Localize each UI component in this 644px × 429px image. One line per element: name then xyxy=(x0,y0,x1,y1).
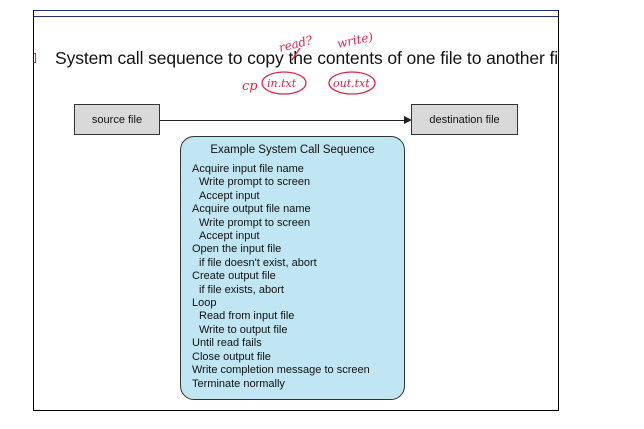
sequence-title: Example System Call Sequence xyxy=(210,144,375,156)
ink-output-circle xyxy=(328,71,376,95)
copy-arrow-line xyxy=(160,120,406,121)
ink-read: read? xyxy=(277,33,314,55)
slide-title: System call sequence to copy the content… xyxy=(55,48,559,68)
sequence-step: Write completion message to screen xyxy=(192,364,370,377)
sequence-step: Close output file xyxy=(192,350,271,363)
sequence-step: Write prompt to screen xyxy=(199,176,311,189)
sequence-step: Accept input xyxy=(199,189,260,202)
destination-file-label: destination file xyxy=(429,113,500,126)
sequence-step: Acquire input file name xyxy=(192,163,304,175)
sequence-step: Until read fails xyxy=(192,337,262,350)
handwritten-annotations: read? write) cp in.txt out.txt xyxy=(242,30,376,95)
ink-cp: cp xyxy=(242,79,258,94)
sequence-step: if file doesn't exist, abort xyxy=(199,256,317,269)
ink-output: out.txt xyxy=(333,77,370,90)
ink-write: write) xyxy=(336,30,375,51)
sequence-step: Open the input file xyxy=(192,243,282,256)
sequence-step: Write prompt to screen xyxy=(199,216,311,229)
system-call-sequence-box: Example System Call Sequence Acquire inp… xyxy=(180,136,405,400)
sequence-step: Acquire output file name xyxy=(192,203,311,216)
source-file-box: source file xyxy=(74,104,160,135)
destination-file-box: destination file xyxy=(411,104,518,135)
source-file-label: source file xyxy=(91,113,143,126)
sequence-step: Create output file xyxy=(192,270,276,283)
sequence-step: Write to output file xyxy=(199,323,288,336)
sequence-step: Terminate normally xyxy=(192,377,285,390)
bullet-marker xyxy=(34,53,36,63)
sequence-step: Accept input xyxy=(199,230,260,243)
ink-input: in.txt xyxy=(267,77,297,90)
header-rule xyxy=(34,10,558,11)
slide: System call sequence to copy the content… xyxy=(33,10,559,411)
copy-arrow-head xyxy=(404,116,412,124)
sequence-step: if file exists, abort xyxy=(199,283,284,296)
ink-input-circle xyxy=(261,71,307,95)
sequence-step: Loop xyxy=(192,297,217,310)
header-rule-secondary xyxy=(34,16,558,17)
sequence-step: Read from input file xyxy=(199,310,295,323)
ink-arrow-read xyxy=(291,47,301,61)
